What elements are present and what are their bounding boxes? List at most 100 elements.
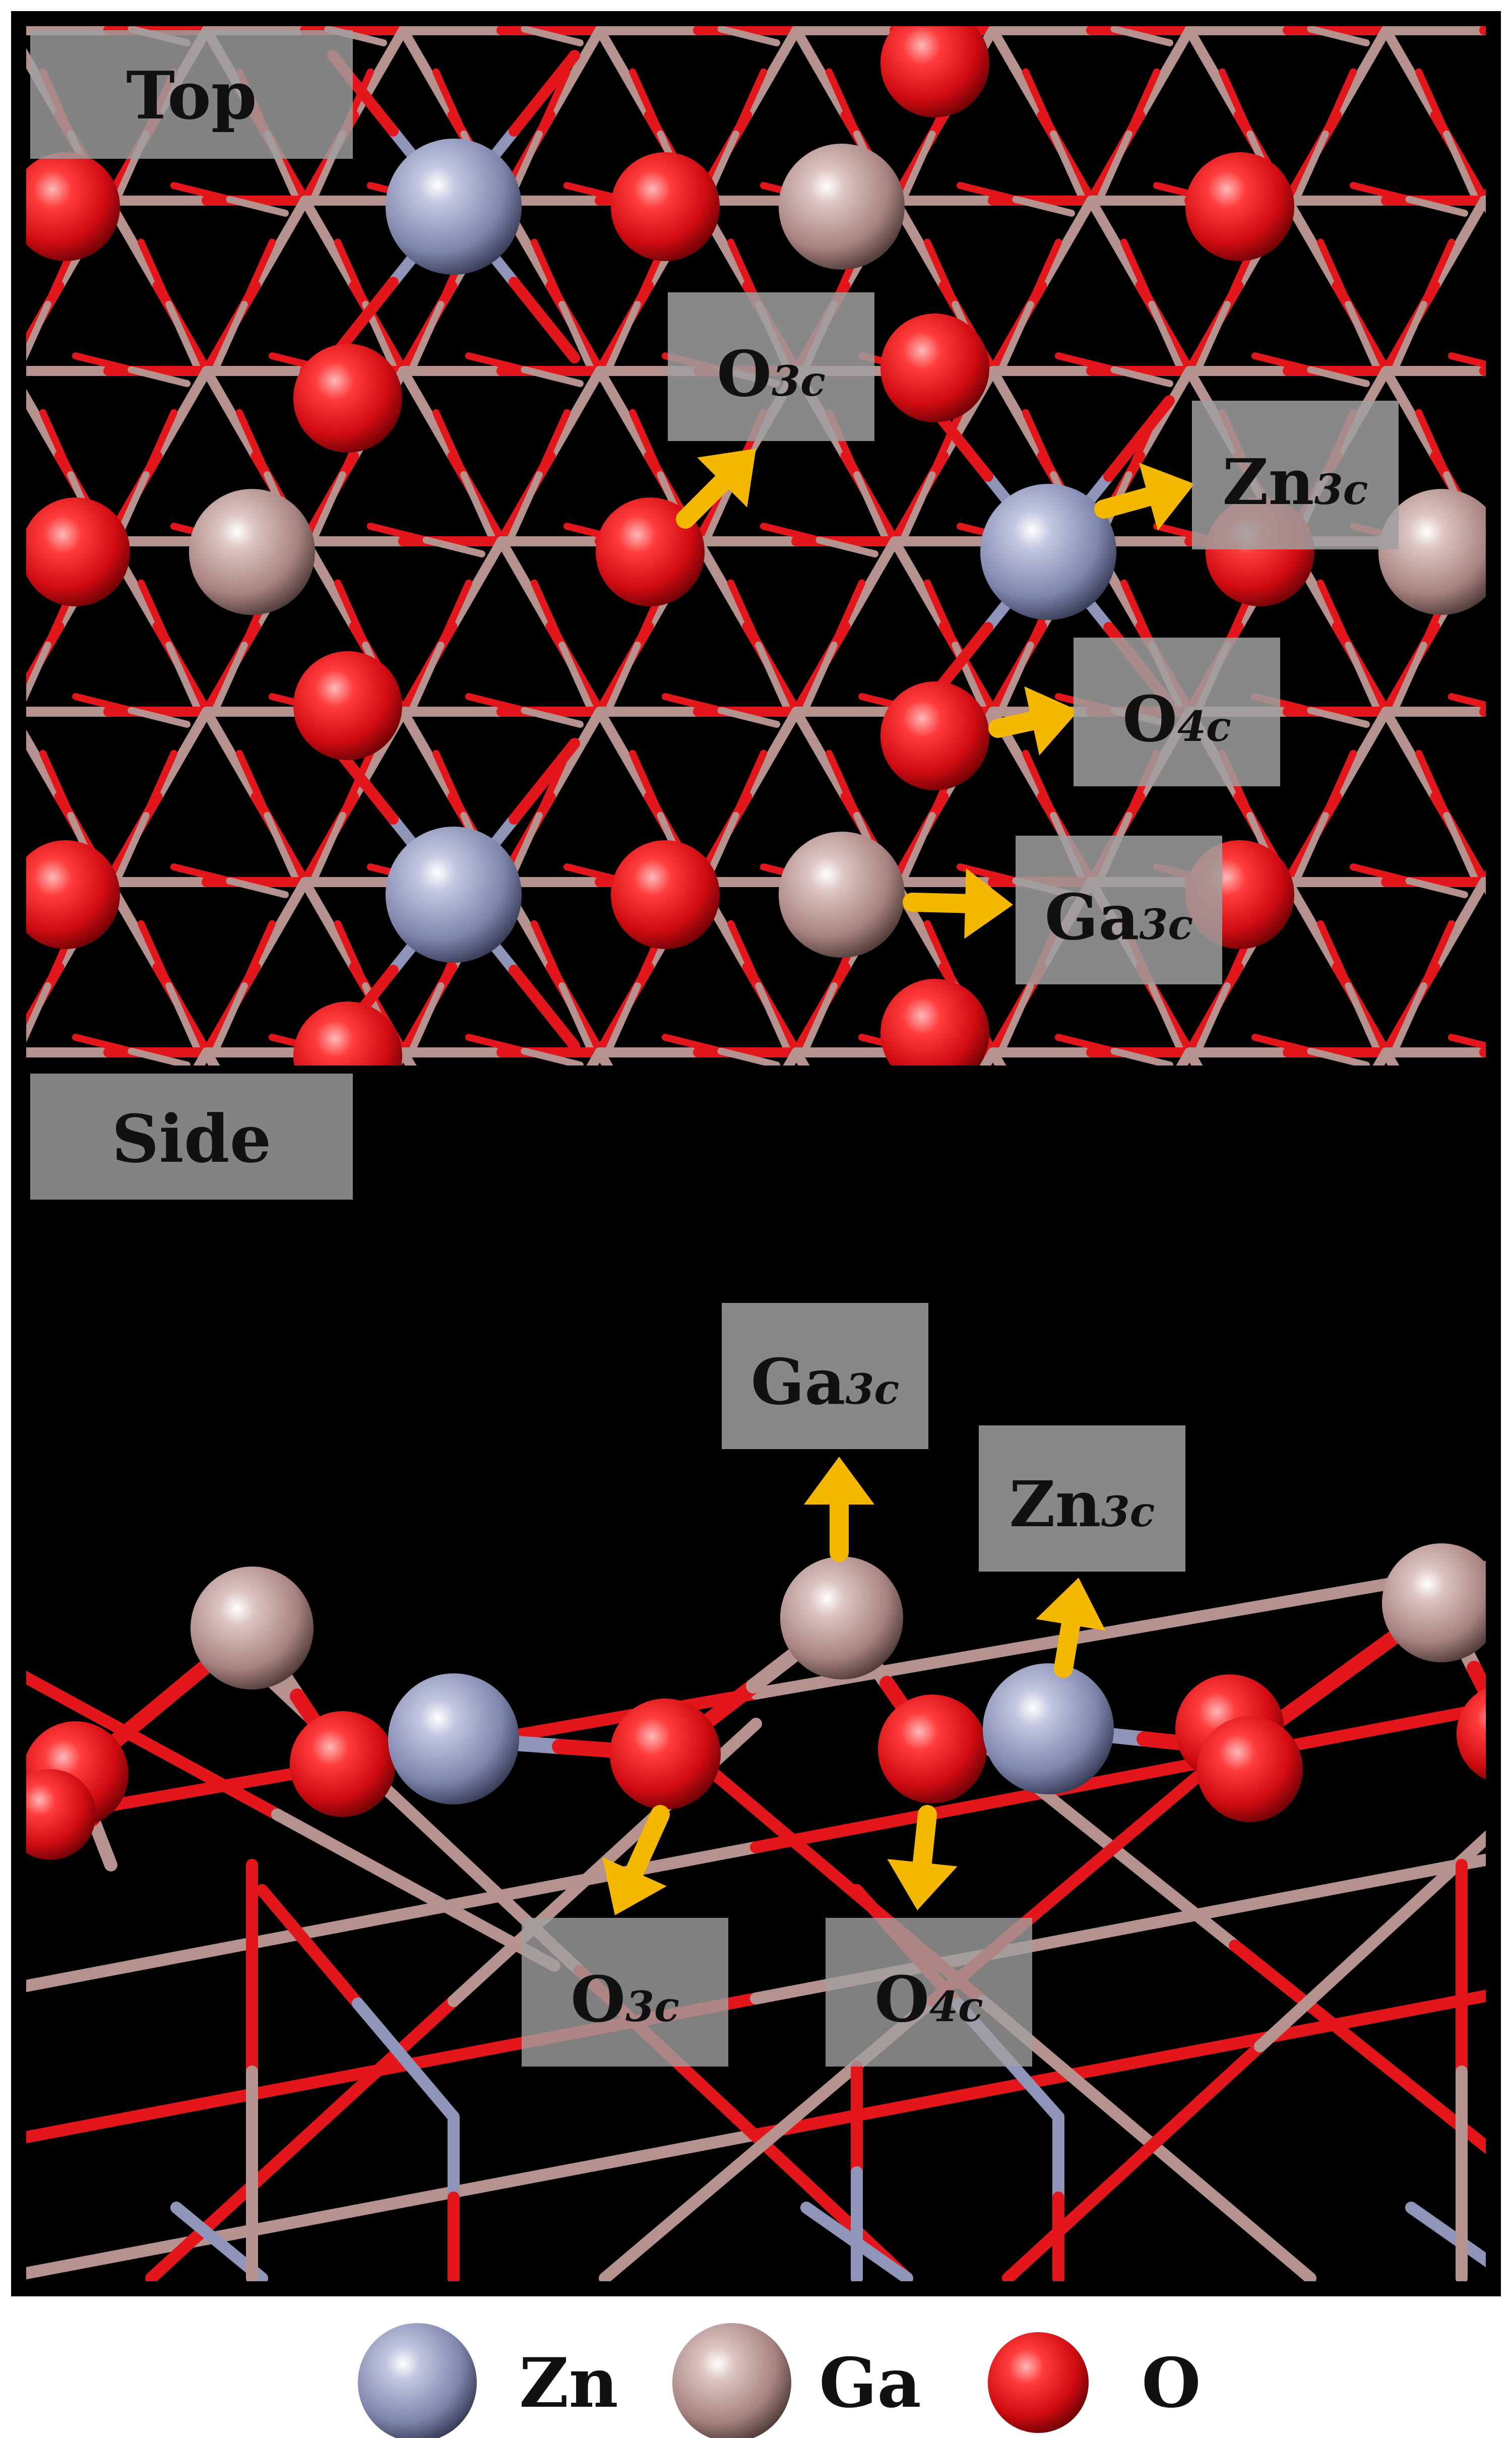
bond xyxy=(1055,352,1118,373)
bond xyxy=(26,641,51,702)
bond xyxy=(128,707,191,728)
bond xyxy=(236,749,271,819)
legend: Zn Ga O xyxy=(358,2323,1201,2438)
bond xyxy=(1037,196,1096,291)
bond xyxy=(1350,863,1413,885)
bond xyxy=(26,2129,762,2280)
bond xyxy=(545,366,605,461)
bond xyxy=(0,712,10,797)
bond xyxy=(791,26,851,120)
bond xyxy=(1110,1047,1173,1066)
oxygen-atom xyxy=(1457,1688,1486,1780)
bond xyxy=(727,920,763,989)
bond xyxy=(1120,238,1156,308)
bond xyxy=(398,366,458,461)
arrow-head xyxy=(804,1457,874,1505)
bond xyxy=(1088,26,1118,33)
bond xyxy=(1392,641,1427,711)
bond xyxy=(800,2202,863,2249)
bond xyxy=(250,877,310,972)
bond xyxy=(339,749,374,819)
legend-ga-label: Ga xyxy=(819,2343,921,2423)
bond xyxy=(0,1327,1,1389)
bond xyxy=(213,300,248,370)
bond xyxy=(26,300,51,361)
zinc-atom xyxy=(386,827,522,963)
arrow-shaft xyxy=(1054,1615,1081,1678)
top-atoms xyxy=(26,26,1486,1066)
bond xyxy=(595,366,654,461)
bond xyxy=(0,645,1,707)
bond xyxy=(1022,68,1057,138)
bond xyxy=(264,811,299,882)
arrow-shaft xyxy=(624,1805,670,1882)
bond xyxy=(1148,300,1183,370)
bond xyxy=(39,749,75,819)
bond xyxy=(226,877,289,898)
bond xyxy=(1507,29,1512,43)
bond xyxy=(1392,982,1427,1052)
gallium-atom xyxy=(189,489,315,615)
arrow-shaft xyxy=(903,893,975,913)
bond xyxy=(815,536,878,557)
site-arrows xyxy=(602,449,1194,1915)
side-label-text: Side xyxy=(112,1100,272,1177)
bond xyxy=(1507,711,1512,725)
bond xyxy=(988,26,1047,120)
side-panel-label: Side xyxy=(30,1074,353,1200)
bond xyxy=(152,707,212,802)
bond xyxy=(693,536,752,632)
arrow-shaft xyxy=(988,711,1042,738)
bond xyxy=(213,982,248,1052)
bond xyxy=(26,389,65,461)
bond xyxy=(1448,1034,1486,1050)
bond xyxy=(755,982,790,1052)
bond xyxy=(202,366,261,461)
bond xyxy=(1507,370,1512,384)
oxygen-atom xyxy=(290,1711,396,1817)
bond xyxy=(521,707,584,728)
bond xyxy=(1285,26,1314,33)
bond xyxy=(928,409,964,478)
bond xyxy=(1110,26,1173,46)
arrow-head xyxy=(602,1857,667,1915)
bond xyxy=(302,26,332,33)
bond xyxy=(535,409,571,478)
bond xyxy=(521,1047,584,1066)
oxygen-atom xyxy=(293,651,402,760)
arrow-head xyxy=(964,868,1013,939)
bond xyxy=(901,130,936,200)
bond xyxy=(1321,749,1357,819)
bond xyxy=(802,982,838,1052)
bond xyxy=(1195,982,1231,1052)
bond xyxy=(1148,982,1183,1052)
oxygen-atom xyxy=(293,1002,402,1066)
arrow-head xyxy=(1036,1578,1106,1631)
bond xyxy=(1294,130,1329,200)
bond xyxy=(629,749,664,819)
bond xyxy=(437,579,472,649)
bond xyxy=(1022,749,1057,819)
bond xyxy=(732,68,767,138)
bond xyxy=(1120,579,1156,649)
bond xyxy=(1321,68,1357,138)
bond xyxy=(334,579,369,649)
bond xyxy=(1195,300,1231,370)
arrow-shaft xyxy=(912,1805,937,1872)
bond xyxy=(1381,366,1440,461)
arrow-shaft xyxy=(676,473,732,529)
oxygen-atom xyxy=(26,840,120,949)
arrow-head xyxy=(1139,462,1194,531)
bond xyxy=(695,26,725,33)
bond xyxy=(460,471,495,541)
bond xyxy=(750,1989,1486,2141)
bond xyxy=(409,982,445,1052)
bond xyxy=(1448,693,1486,709)
bond xyxy=(1392,300,1427,370)
side-label-o4c: O4c xyxy=(826,1918,1032,2067)
bond xyxy=(0,30,10,115)
gallium-atom xyxy=(779,832,905,958)
side-atoms xyxy=(26,1543,1486,1860)
bond xyxy=(87,1813,117,1871)
bond xyxy=(170,2202,225,2249)
